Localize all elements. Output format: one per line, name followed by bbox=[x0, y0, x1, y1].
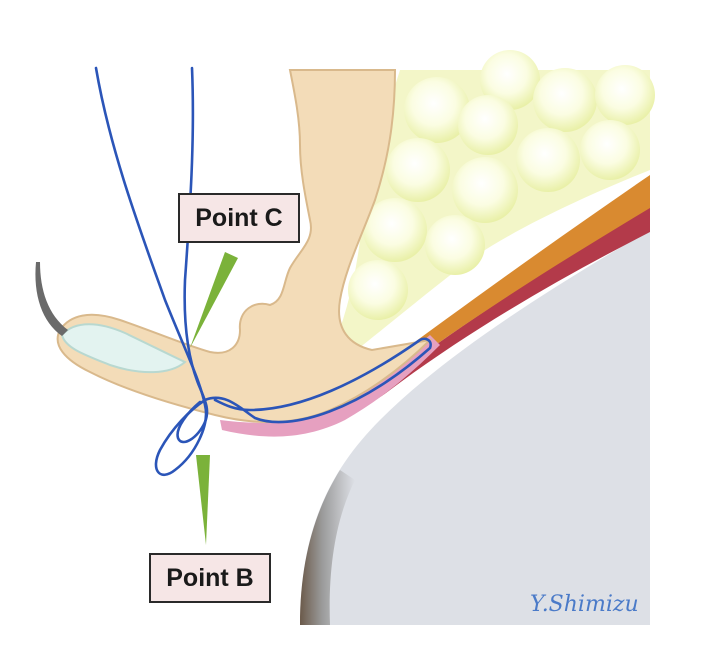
lid-margin bbox=[60, 323, 187, 374]
point-b-label: Point B bbox=[149, 553, 271, 603]
signature: Y.Shimizu bbox=[530, 592, 639, 617]
fat-lobules bbox=[348, 50, 655, 320]
globe bbox=[300, 230, 650, 625]
globe-edge bbox=[300, 470, 355, 625]
point-c-label: Point C bbox=[178, 193, 300, 243]
pointer-c bbox=[190, 252, 238, 348]
tarsus bbox=[56, 69, 433, 423]
eyelash bbox=[35, 262, 68, 336]
pointer-b bbox=[196, 455, 210, 545]
